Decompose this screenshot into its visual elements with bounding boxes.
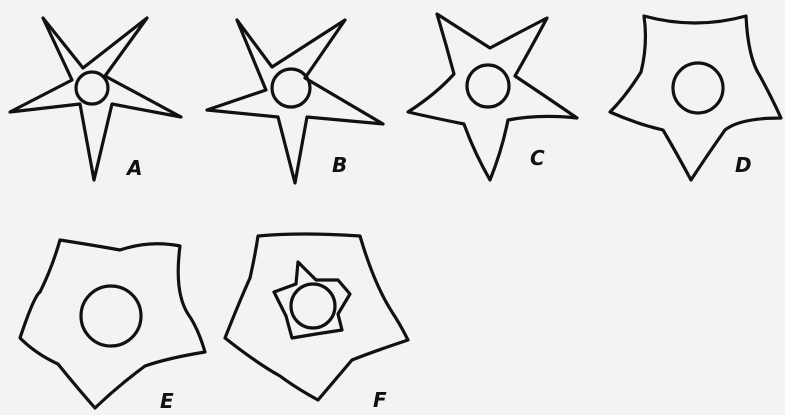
figure-d-label: D [735,153,752,177]
figure-b-center-circle [272,69,310,107]
figure-a-star-outline [10,18,181,180]
figure-e-outline [20,240,205,408]
figure-a-center-circle [76,72,108,104]
figure-f-center-circle [291,284,335,328]
figure-b-star-outline [207,20,383,183]
figure-c: C [408,14,577,180]
figure-d-outline [610,16,781,180]
figure-e-label: E [160,389,174,413]
figure-f-outline [225,234,408,400]
figure-d-center-circle [673,63,723,113]
figure-f-label: F [373,388,387,412]
figure-c-label: C [530,146,545,170]
figure-a-label: A [125,156,142,180]
figure-e: E [20,240,205,413]
figure-c-center-circle [467,65,509,107]
figure-f: F [225,234,408,412]
figure-a: A [10,18,181,180]
figure-d: D [610,16,781,180]
figure-b-label: B [332,153,347,177]
figure-e-center-circle [81,286,141,346]
figure-c-star-outline [408,14,577,180]
figure-b: B [207,20,383,183]
